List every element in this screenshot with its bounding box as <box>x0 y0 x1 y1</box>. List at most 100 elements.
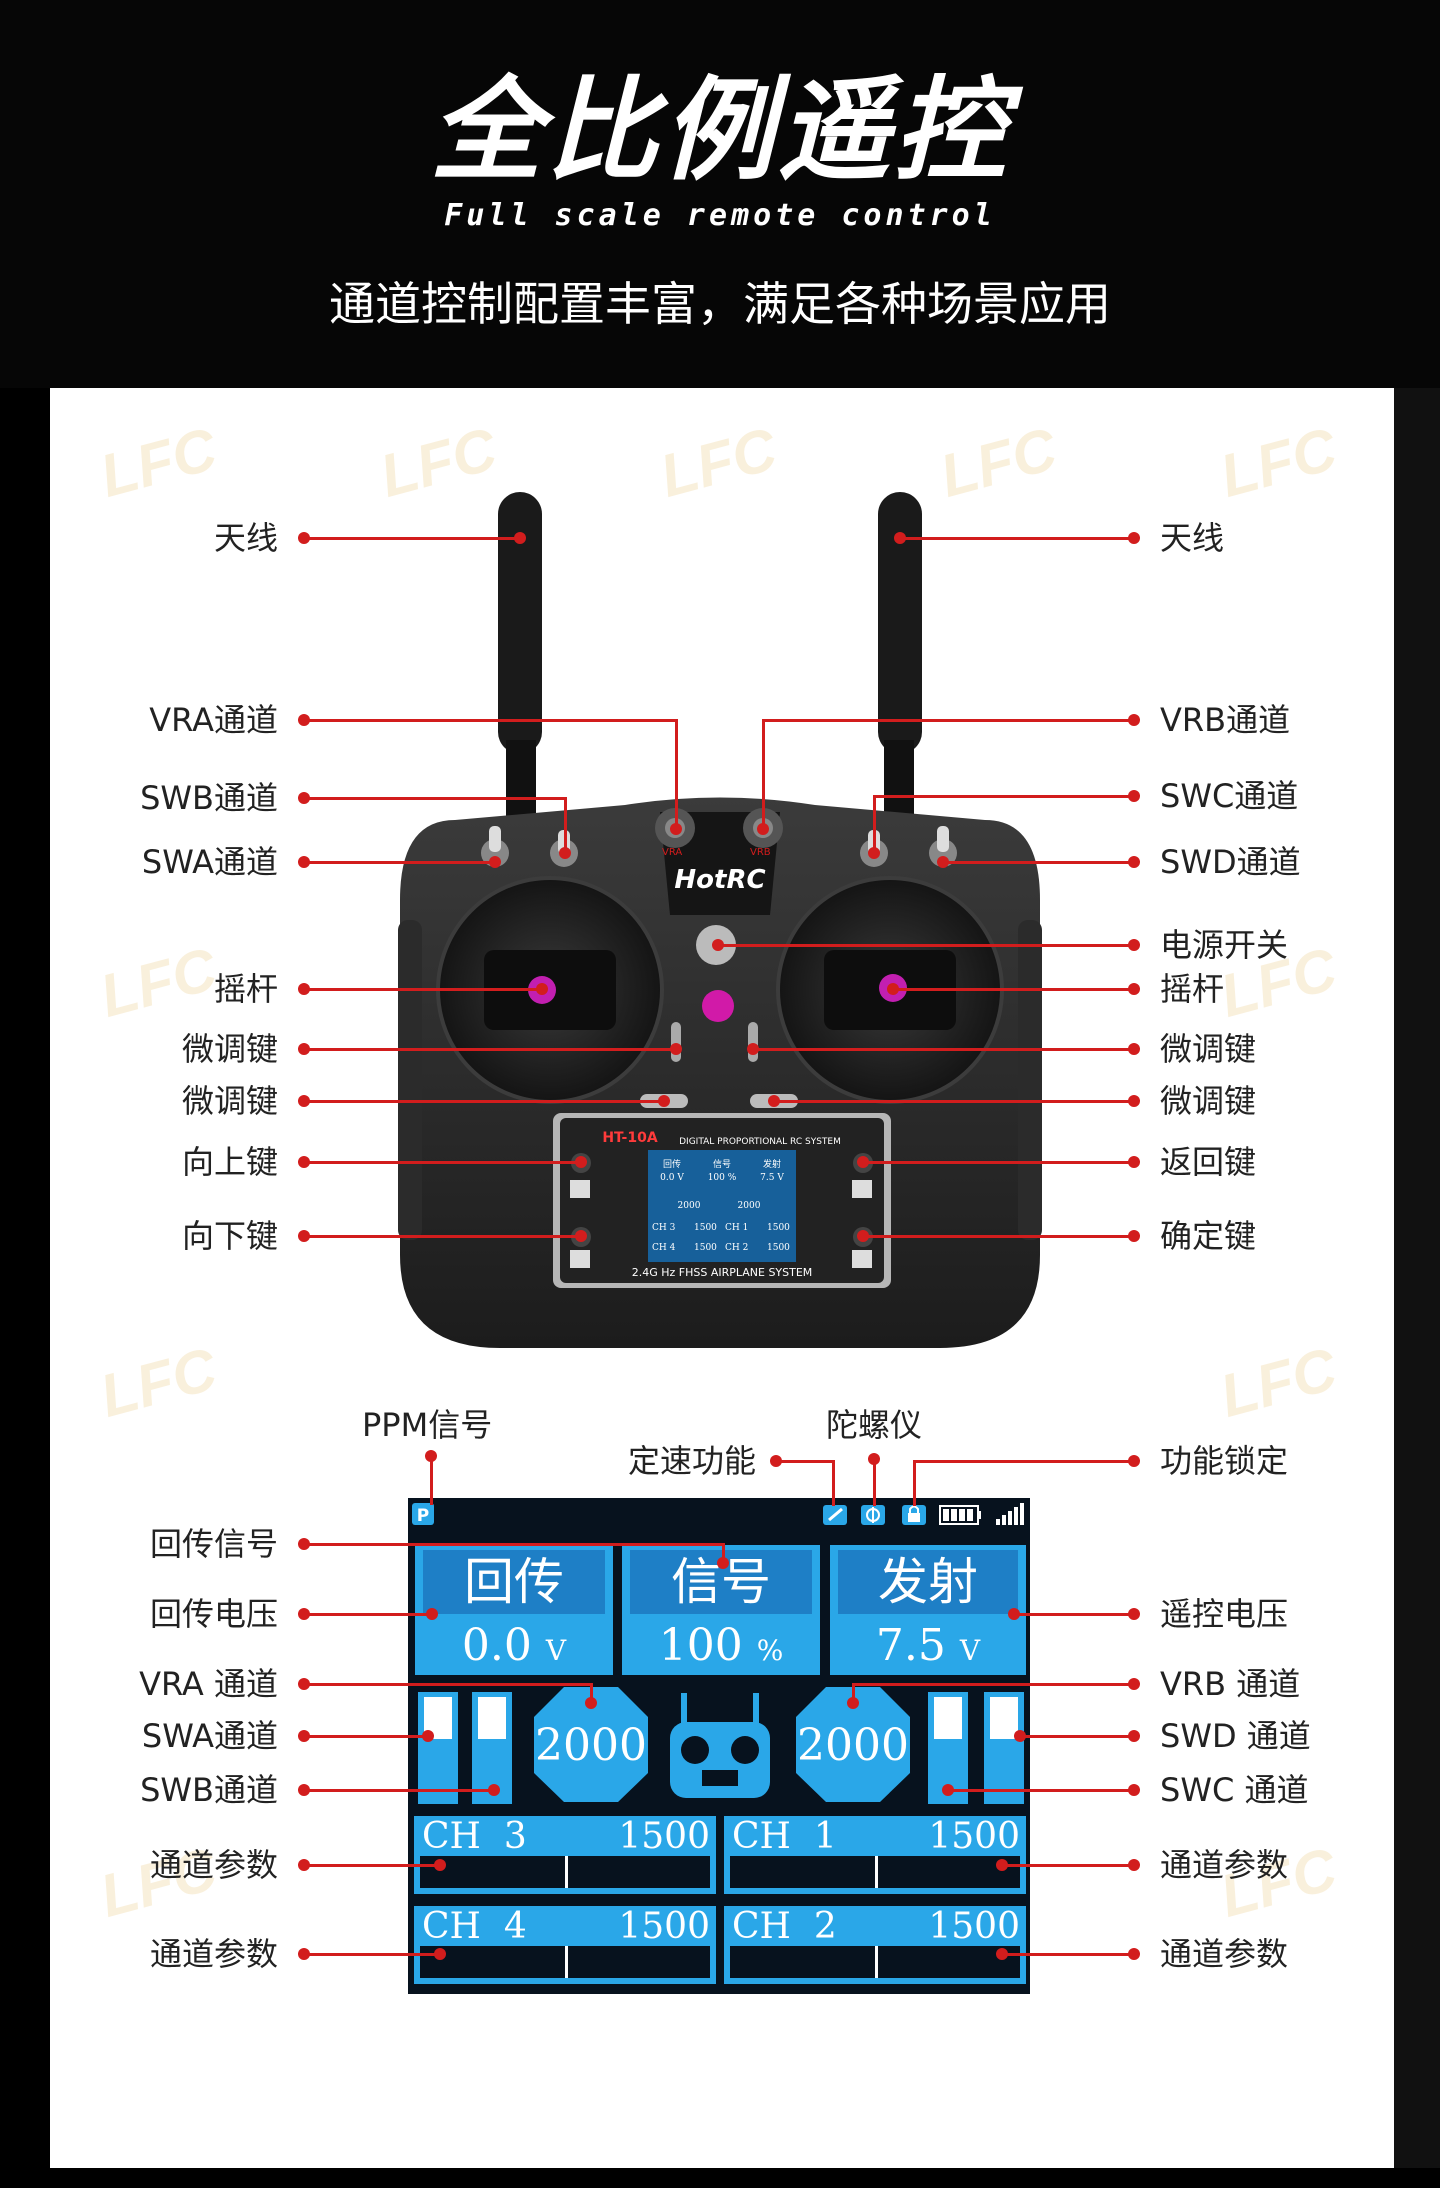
mini-lcd-header: 回传 <box>663 1158 681 1170</box>
callout-dot <box>489 856 501 868</box>
callout-line <box>832 1460 835 1506</box>
label-back-key: 返回键 <box>1160 1143 1257 1181</box>
label-speed: 定速功能 <box>628 1442 757 1480</box>
channel-ch4-name: CH 4 <box>422 1906 527 1947</box>
label-antenna-left: 天线 <box>213 519 278 557</box>
callout-dot <box>1128 856 1140 868</box>
tile-return-number: 0.0 <box>461 1620 532 1671</box>
callout-dot <box>1128 1043 1140 1055</box>
channel-ch4-value: 1500 <box>618 1906 710 1947</box>
callout-dot <box>670 823 682 835</box>
mini-screen-header: DIGITAL PROPORTIONAL RC SYSTEM <box>679 1137 841 1147</box>
callout-dot <box>847 1697 859 1709</box>
page-subtitle-en: Full scale remote control <box>444 198 996 233</box>
tile-return-unit: V <box>545 1634 567 1667</box>
callout-line <box>873 795 876 852</box>
callout-dot <box>1128 714 1140 726</box>
page-title: 全比例遥控 <box>430 66 1010 196</box>
dial-vra-value: 2000 <box>535 1720 647 1771</box>
center-button <box>702 990 734 1022</box>
callout-dot <box>1128 939 1140 951</box>
label-return-signal: 回传信号 <box>149 1525 278 1563</box>
callout-line <box>763 719 1134 722</box>
mini-lcd-value: 7.5 V <box>760 1173 784 1183</box>
callout-dot <box>658 1095 670 1107</box>
label-gyro: 陀螺仪 <box>826 1406 923 1444</box>
tile-signal-number: 100 <box>658 1620 743 1671</box>
callout-dot <box>1128 1156 1140 1168</box>
mini-screen-footer: 2.4G Hz FHSS AIRPLANE SYSTEM <box>632 1266 813 1279</box>
tile-signal-value: 100 % <box>622 1618 820 1679</box>
channel-bar-ch3 <box>414 1816 716 1894</box>
speed-icon <box>823 1505 847 1525</box>
mini-lcd-dial: 2000 <box>738 1201 761 1211</box>
callout-line <box>893 988 1134 991</box>
callout-dot <box>575 1156 587 1168</box>
label-lcd-vrb: VRB 通道 <box>1160 1665 1301 1703</box>
callout-dot <box>1128 1608 1140 1620</box>
tile-return-title: 回传 <box>464 1553 564 1611</box>
callout-line <box>304 1613 432 1616</box>
callout-line <box>943 861 1134 864</box>
callout-line <box>852 1683 855 1703</box>
callout-dot <box>1008 1608 1020 1620</box>
callout-line <box>853 1683 1134 1686</box>
tile-signal-unit: % <box>756 1634 784 1667</box>
label-lcd-vra: VRA 通道 <box>139 1665 278 1703</box>
tile-return <box>415 1545 613 1675</box>
label-up-key: 向上键 <box>181 1143 278 1181</box>
callout-line <box>304 797 566 800</box>
brand-logo: HotRC <box>674 865 765 895</box>
callout-line <box>722 1543 725 1563</box>
callout-dot <box>1128 1948 1140 1960</box>
vrb-marking: VRB <box>750 847 771 858</box>
callout-line <box>914 1460 1134 1463</box>
label-swb: SWB通道 <box>140 779 278 817</box>
callout-dot <box>996 1859 1008 1871</box>
label-ppm: PPM信号 <box>362 1406 493 1444</box>
label-swd: SWD通道 <box>1160 843 1301 881</box>
mini-lcd-header: 信号 <box>713 1158 731 1170</box>
label-down-key: 向下键 <box>181 1217 278 1255</box>
tile-transmit-value: 7.5 V <box>830 1618 1026 1679</box>
channel-ch2-name: CH 2 <box>732 1906 837 1947</box>
callout-dot <box>747 1043 759 1055</box>
callout-dot <box>575 1230 587 1242</box>
callout-dot <box>559 847 571 859</box>
callout-line <box>1014 1613 1134 1616</box>
label-lock: 功能锁定 <box>1160 1442 1289 1480</box>
callout-line <box>304 1048 676 1051</box>
callout-dot <box>996 1948 1008 1960</box>
callout-dot <box>1128 1095 1140 1107</box>
gyro-icon <box>861 1505 885 1525</box>
callout-dot <box>1128 983 1140 995</box>
callout-line <box>863 1161 1134 1164</box>
callout-dot <box>434 1859 446 1871</box>
callout-line <box>900 537 1134 540</box>
callout-dot <box>422 1730 434 1742</box>
mini-lcd-row: CH 1 <box>725 1223 748 1233</box>
channel-ch1-name: CH 1 <box>732 1816 837 1857</box>
label-channel-param-left-1: 通道参数 <box>149 1846 278 1884</box>
callout-line <box>304 1953 440 1956</box>
callout-dot <box>868 1453 880 1465</box>
dial-vrb <box>796 1687 910 1802</box>
callout-line <box>873 1458 876 1506</box>
label-ok-key: 确定键 <box>1160 1217 1257 1255</box>
vra-marking: VRA <box>662 847 682 858</box>
label-trim-left-2: 微调键 <box>181 1082 278 1120</box>
callout-dot <box>1128 1730 1140 1742</box>
lock-icon <box>902 1505 926 1525</box>
callout-dot <box>857 1230 869 1242</box>
switch-swa <box>481 826 509 867</box>
channel-bar-ch2 <box>724 1906 1026 1984</box>
header-banner: 全比例遥控 Full scale remote control 通道控制配置丰富… <box>0 0 1440 388</box>
callout-line <box>948 1789 1134 1792</box>
slider-swa <box>418 1692 458 1804</box>
callout-dot <box>1014 1730 1026 1742</box>
callout-line <box>718 944 1134 947</box>
callout-dot <box>887 983 899 995</box>
label-power-switch: 电源开关 <box>1160 926 1289 964</box>
channel-ch3-value: 1500 <box>618 1816 710 1857</box>
mini-lcd-row: CH 3 <box>652 1223 676 1233</box>
